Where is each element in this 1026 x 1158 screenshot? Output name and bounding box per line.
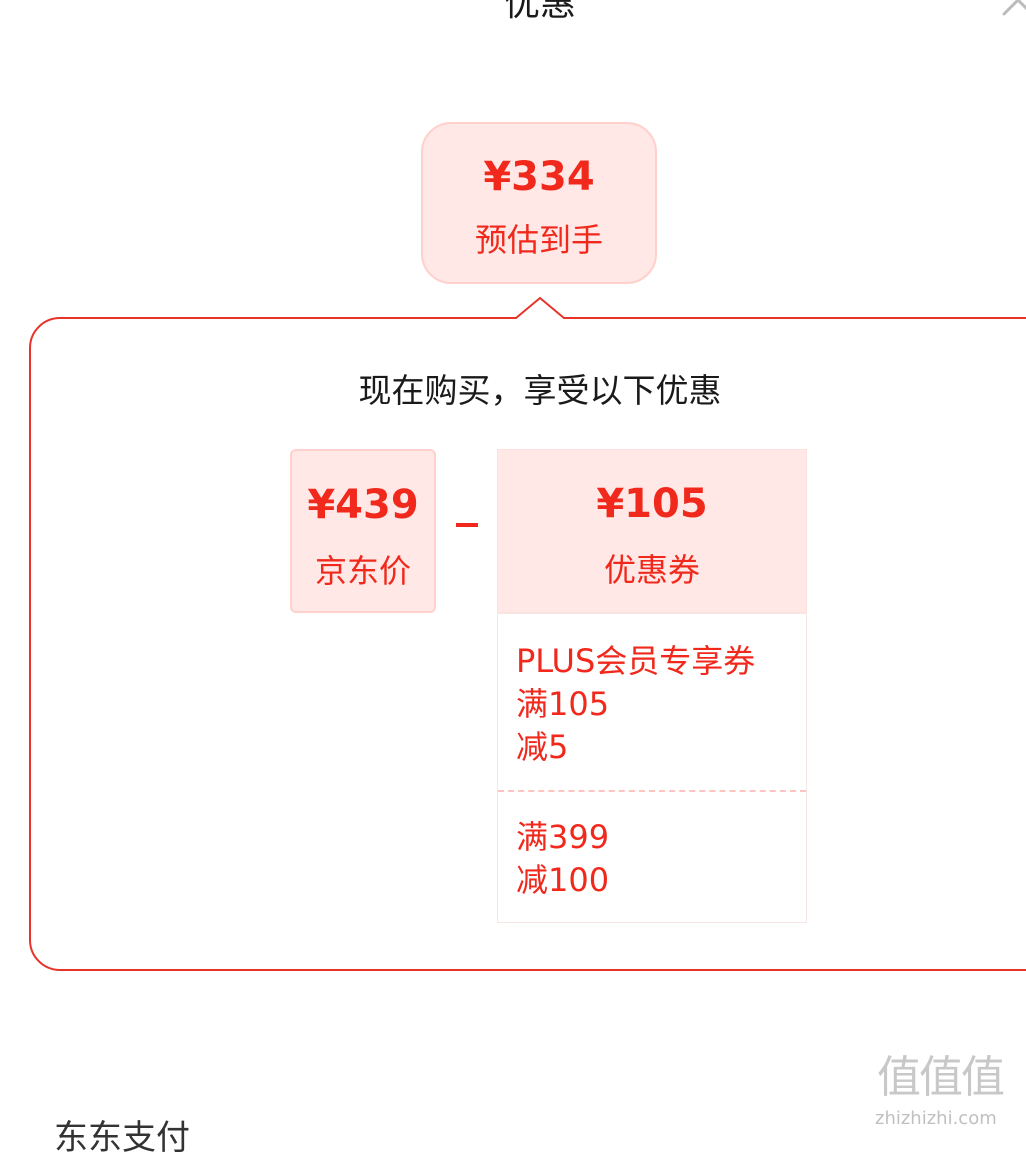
coupon-item: PLUS会员专享券 满105 减5 <box>516 640 798 769</box>
coupon-threshold: 满399 <box>516 818 610 856</box>
discount-heading: 现在购买，享受以下优惠 <box>358 371 722 410</box>
watermark-logo: 值值值 <box>877 1052 1005 1103</box>
coupon-discount: 减5 <box>516 728 569 766</box>
watermark: 值值值 zhizhizhi.com <box>873 1052 1023 1134</box>
estimated-price-label: 预估到手 <box>474 221 603 259</box>
close-icon[interactable] <box>996 0 1026 22</box>
coupon-total-value: ¥105 <box>596 481 708 527</box>
sheet-title: 优惠 <box>503 0 576 24</box>
jd-price-card: ¥439 京东价 <box>290 449 436 613</box>
minus-operator <box>456 523 478 527</box>
jd-price-label: 京东价 <box>314 552 411 590</box>
coupon-divider <box>498 790 806 792</box>
coupon-item: 满399 减100 <box>516 816 798 902</box>
coupon-name: PLUS会员专享券 <box>516 642 756 680</box>
jd-price-value: ¥439 <box>307 482 419 528</box>
watermark-domain: zhizhizhi.com <box>875 1108 997 1129</box>
coupon-threshold: 满105 <box>516 685 610 723</box>
estimated-price: ¥334 <box>483 154 595 200</box>
coupon-total-label: 优惠券 <box>603 551 700 589</box>
next-section-title: 东东支付 <box>54 1118 190 1158</box>
coupon-discount: 减100 <box>516 861 610 899</box>
coupon-total-card: ¥105 优惠券 <box>497 449 807 613</box>
estimated-price-bubble: ¥334 预估到手 <box>421 122 657 284</box>
coupon-list: PLUS会员专享券 满105 减5 满399 减100 <box>497 613 807 923</box>
